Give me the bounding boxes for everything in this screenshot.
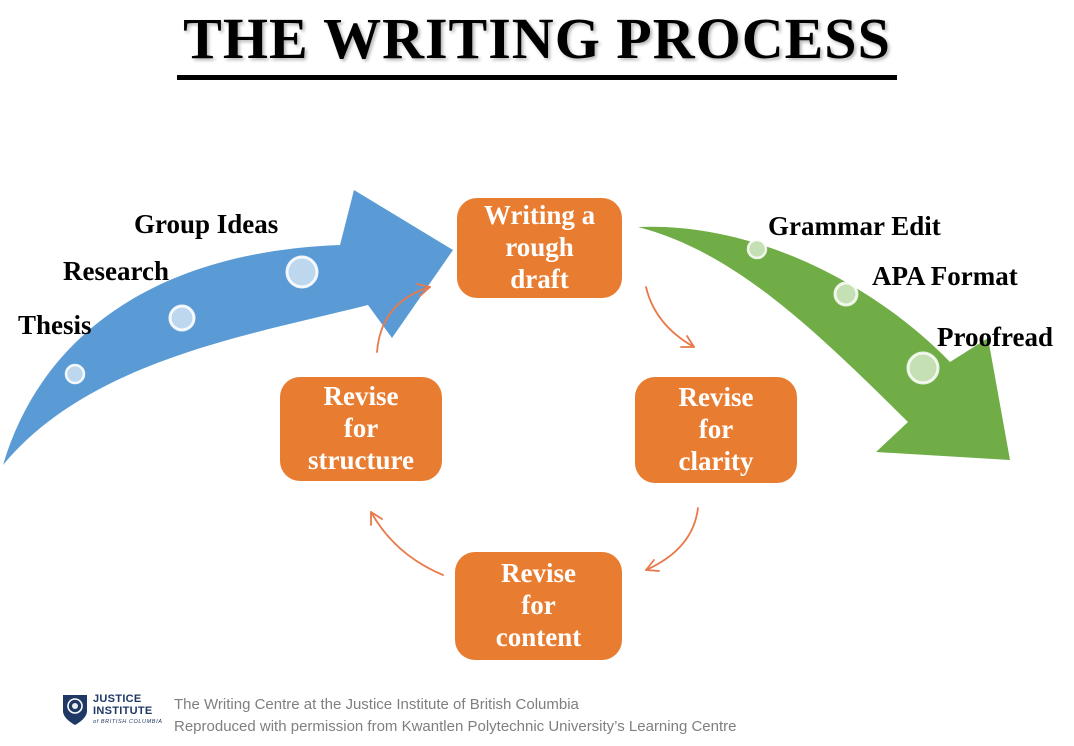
arrow-draft-to-clarity-head — [680, 335, 695, 348]
process-box-revise-clarity: Revise for clarity — [635, 377, 797, 483]
milestone-dot-thesis — [64, 363, 86, 385]
stage-label-research: Research — [63, 256, 169, 286]
arrow-structure-to-draft-head — [416, 283, 431, 297]
stage-label-proofread: Proofread — [937, 322, 1053, 352]
editing-arrow — [638, 226, 1010, 460]
credit-line1: The Writing Centre at the Justice Instit… — [174, 696, 579, 713]
stage-label-group-ideas: Group Ideas — [134, 209, 279, 239]
process-box-revise-structure: Revise for structure — [280, 377, 442, 481]
process-box-revise-content: Revise for content — [455, 552, 622, 660]
shield-icon — [63, 695, 87, 725]
stage-label-apa-format: APA Format — [872, 261, 1018, 291]
rough-draft-line3: draft — [510, 263, 569, 294]
revision-cycle-arrows — [370, 283, 699, 576]
milestone-dot-grammar — [746, 238, 768, 260]
milestone-dot-apa — [833, 281, 859, 307]
milestone-dot-group-ideas — [285, 255, 319, 289]
milestone-dot-research — [168, 304, 196, 332]
arrow-content-to-structure-head — [370, 511, 383, 526]
revise-clarity-line1: Revise — [678, 382, 754, 413]
justice-institute-logo: JUSTICE INSTITUTE of BRITISH COLUMBIA — [62, 694, 166, 726]
footer: JUSTICE INSTITUTE of BRITISH COLUMBIA Th… — [62, 694, 737, 738]
revise-structure-line1: Revise — [323, 381, 399, 412]
prewriting-milestones — [64, 255, 319, 385]
stage-label-grammar-edit: Grammar Edit — [768, 211, 941, 241]
editing-milestones — [746, 238, 940, 385]
logo-line3: of BRITISH COLUMBIA — [93, 719, 163, 725]
credit-line2: Reproduced with permission from Kwantlen… — [174, 718, 737, 735]
process-box-rough-draft: Writing a rough draft — [457, 198, 622, 298]
rough-draft-line2: rough — [505, 232, 574, 263]
prewriting-arrow — [3, 190, 453, 465]
revise-structure-line3: structure — [308, 444, 414, 475]
footer-credits: The Writing Centre at the Justice Instit… — [174, 694, 737, 738]
revise-structure-line2: for — [343, 413, 379, 444]
arrow-content-to-structure — [370, 511, 444, 576]
revise-clarity-line3: clarity — [678, 445, 754, 476]
revise-clarity-line2: for — [698, 414, 734, 445]
milestone-dot-proofread — [906, 351, 940, 385]
page-title: THE WRITING PROCESS — [177, 10, 897, 80]
arrow-clarity-to-content — [645, 507, 699, 571]
revise-content-line1: Revise — [501, 558, 576, 589]
logo-text: JUSTICE INSTITUTE of BRITISH COLUMBIA — [93, 694, 162, 726]
arrow-structure-to-draft — [376, 286, 431, 353]
stage-label-thesis: Thesis — [18, 310, 92, 340]
rough-draft-line1: Writing a — [483, 200, 596, 231]
revise-content-line3: content — [495, 621, 582, 652]
arrow-clarity-to-content-head — [645, 559, 660, 572]
revise-content-line2: for — [521, 590, 556, 621]
page-title-wrap: THE WRITING PROCESS — [0, 10, 1074, 80]
arrow-draft-to-clarity — [645, 286, 695, 348]
logo-line2: INSTITUTE — [93, 705, 153, 717]
logo-line1: JUSTICE — [93, 693, 142, 705]
